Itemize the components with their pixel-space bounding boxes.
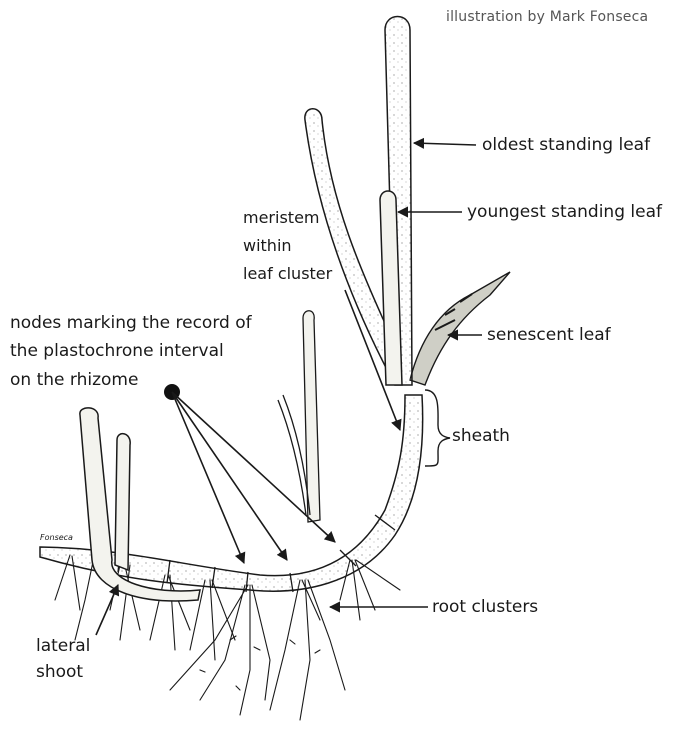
label-senescent-leaf: senescent leaf (487, 327, 611, 344)
label-nodes-line-2: the plastochrone interval (10, 343, 224, 360)
label-root-clusters: root clusters (432, 599, 538, 616)
label-nodes-line-3: on the rhizome (10, 372, 138, 389)
small-shoot (278, 311, 320, 522)
arrow-oldest (414, 143, 476, 145)
arrow-node-2 (172, 392, 287, 560)
arrow-lateral (96, 585, 118, 635)
label-lateral-line-2: shoot (36, 664, 83, 681)
illustration-credit: illustration by Mark Fonseca (446, 10, 648, 24)
sheath-brace (425, 390, 450, 466)
label-lateral-line-1: lateral (36, 638, 90, 655)
signature-mark: Fonseca (40, 533, 73, 542)
label-meristem-line-1: meristem (243, 210, 320, 226)
label-sheath: sheath (452, 428, 510, 445)
label-oldest-standing-leaf: oldest standing leaf (482, 137, 650, 154)
label-nodes-line-1: nodes marking the record of (10, 315, 252, 332)
label-youngest-standing-leaf: youngest standing leaf (467, 204, 662, 221)
label-meristem-line-2: within (243, 238, 292, 254)
arrow-node-1 (172, 392, 244, 563)
label-meristem-line-3: leaf cluster (243, 266, 332, 282)
